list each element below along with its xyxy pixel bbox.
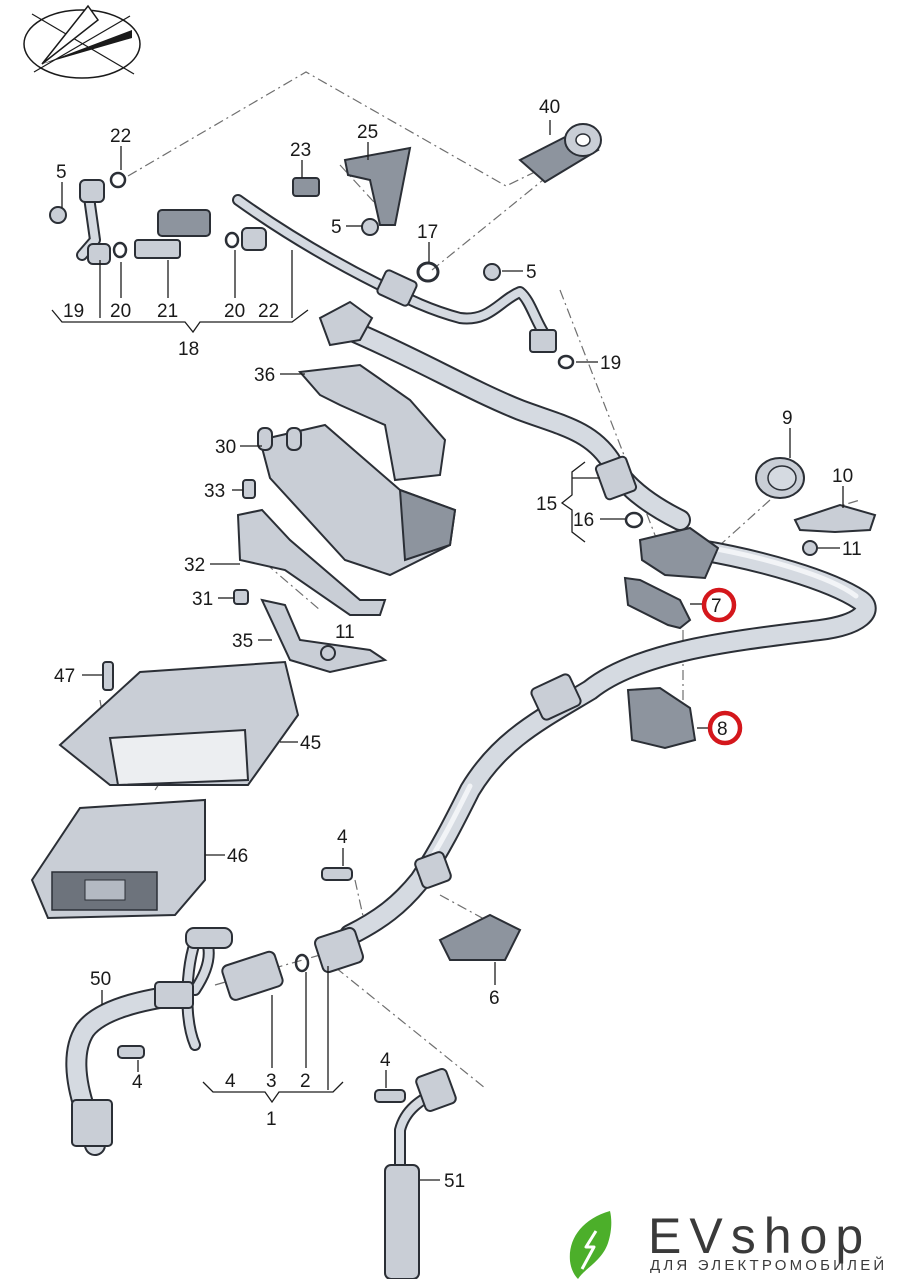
part-32-bracket	[236, 508, 387, 616]
callout-51: 51	[444, 1171, 465, 1192]
callout-11: 11	[335, 622, 355, 643]
callout-30: 30	[215, 437, 236, 458]
part-5-nut	[49, 206, 67, 224]
callout-45: 45	[300, 733, 321, 754]
connection-block	[638, 526, 720, 580]
callout-20: 20	[110, 301, 131, 322]
callout-25: 25	[357, 122, 378, 143]
callout-18: 18	[178, 339, 199, 360]
pressure-tube	[232, 194, 557, 353]
callout-21: 21	[157, 301, 178, 322]
part-30-filter-drier	[257, 423, 457, 577]
callout-4: 4	[225, 1071, 236, 1092]
part-33-bolt	[242, 479, 256, 499]
callout-19: 19	[600, 353, 621, 374]
callout-3: 3	[266, 1071, 277, 1092]
part-8-clip	[626, 686, 697, 750]
part-51-hose	[374, 1068, 457, 1279]
part-6-clip	[438, 913, 522, 961]
part-4-bolt	[321, 867, 353, 881]
callout-35: 35	[232, 631, 253, 652]
callout-32: 32	[184, 555, 205, 576]
callout-40: 40	[539, 97, 560, 118]
part-36-heat-shield	[298, 363, 447, 482]
callout-23: 23	[290, 140, 311, 161]
callout-1: 1	[266, 1109, 277, 1130]
callout-4: 4	[380, 1050, 391, 1071]
vehicle-direction-arrow-icon	[23, 4, 141, 79]
part-5-nut	[483, 263, 501, 281]
part-25-bracket	[343, 146, 412, 226]
callout-10: 10	[832, 466, 853, 487]
callout-46: 46	[227, 846, 248, 867]
callout-11: 11	[842, 539, 862, 560]
part-11-nut	[320, 645, 336, 661]
callout-17: 17	[417, 222, 438, 243]
callout-36: 36	[254, 365, 275, 386]
part-1-coupling-assembly	[221, 926, 364, 1001]
callout-20: 20	[224, 301, 245, 322]
callout-9: 9	[782, 408, 793, 429]
part-17-o-ring	[416, 261, 440, 283]
callout-31: 31	[192, 589, 213, 610]
callout-15: 15	[536, 494, 557, 515]
highlight-ring-7	[701, 587, 737, 623]
callout-6: 6	[489, 988, 500, 1009]
callouts: 40 22 5 23 25 5 17 5 19 19 20 21 20 22 1…	[54, 97, 862, 1192]
part-31-bolt	[233, 589, 249, 605]
callout-4: 4	[337, 827, 348, 848]
callout-5: 5	[526, 262, 537, 283]
part-47-bolt	[102, 661, 114, 691]
callout-5: 5	[56, 162, 67, 183]
callout-16: 16	[573, 510, 594, 531]
part-11-nut	[802, 540, 818, 556]
logo-subtitle: ДЛЯ ЭЛЕКТРОМОБИЛЕЙ	[650, 1257, 888, 1274]
part-18-sensor-assembly	[76, 179, 267, 265]
callout-22: 22	[258, 301, 279, 322]
callout-8: 8	[717, 719, 728, 740]
part-50-pipe	[65, 927, 233, 1156]
part-40-expansion-valve	[518, 123, 602, 184]
evshop-logo: EVshop ДЛЯ ЭЛЕКТРОМОБИЛЕЙ	[560, 1205, 900, 1279]
part-45-cover	[58, 660, 300, 787]
callout-5: 5	[331, 217, 342, 238]
callout-7: 7	[711, 596, 722, 617]
callout-50: 50	[90, 969, 111, 990]
part-23-clip	[292, 177, 320, 197]
part-10-bracket	[793, 503, 877, 534]
callout-4: 4	[132, 1072, 143, 1093]
leader-lines	[51, 120, 844, 1181]
leaf-lightning-icon	[569, 1211, 612, 1279]
part-35-bracket	[260, 598, 388, 674]
highlight-ring-8	[707, 710, 743, 746]
callout-19: 19	[63, 301, 84, 322]
callout-22: 22	[110, 126, 131, 147]
callout-2: 2	[300, 1071, 311, 1092]
callout-47: 47	[54, 666, 75, 687]
part-46-control-unit	[30, 798, 206, 920]
callout-33: 33	[204, 481, 225, 502]
part-5-nut	[361, 218, 379, 236]
logo-title: EVshop	[648, 1208, 872, 1264]
part-7-clip	[623, 576, 692, 630]
